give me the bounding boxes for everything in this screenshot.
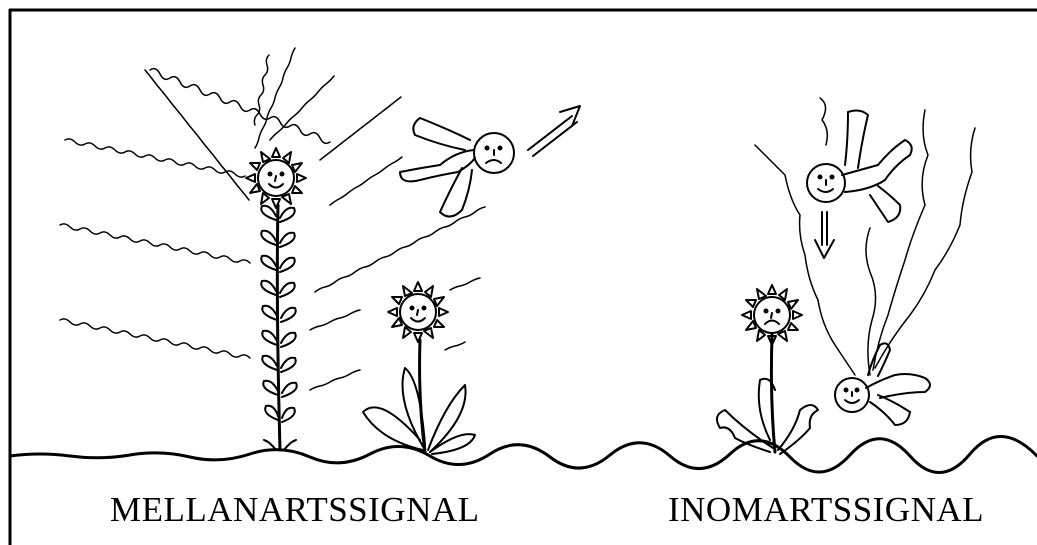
sun-flower-smiling-icon <box>246 148 306 208</box>
arrow-up-right-icon <box>528 106 580 156</box>
flower-sad-stem <box>717 335 818 454</box>
signal-rays-right <box>755 98 975 375</box>
small-flower <box>363 340 475 454</box>
flower-smiling-icon <box>388 282 448 342</box>
bee-smiling-icon <box>807 111 912 222</box>
flower-sad-icon <box>742 285 802 345</box>
caption-inomartssignal: INOMARTSSIGNAL <box>668 490 984 530</box>
caption-mellanartssignal: MELLANARTSSIGNAL <box>110 490 480 530</box>
border-lines <box>10 10 1037 545</box>
bee-sad-icon <box>400 118 514 217</box>
ground-line <box>10 436 1037 472</box>
tall-plant <box>261 205 296 450</box>
arrow-down-icon <box>815 212 834 258</box>
